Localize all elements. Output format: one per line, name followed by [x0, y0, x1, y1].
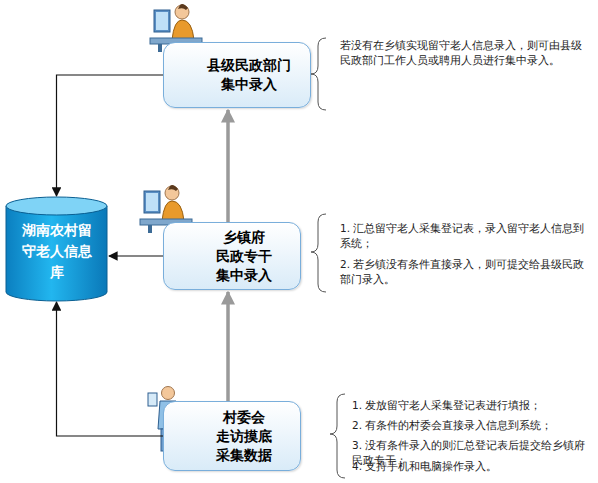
note-bracket	[311, 38, 326, 110]
note-text: 1. 发放留守老人采集登记表进行填报；	[352, 398, 592, 413]
note-bracket	[311, 214, 326, 292]
node-text: 乡镇府 民政专干 集中录入	[196, 228, 292, 285]
process-box: 村委会 走访摸底 采集数据	[163, 401, 301, 471]
node-text: 湖南农村留守老人信息库	[20, 220, 94, 283]
note-text: 若没有在乡镇实现留守老人信息录入，则可由县级民政部门工作人员或聘用人员进行集中录…	[340, 38, 585, 68]
note-text: 4. 支持手机和电脑操作录入。	[352, 459, 592, 474]
note-text: 2. 有条件的村委会直接录入信息到系统；	[352, 418, 592, 433]
flow-arrow	[226, 110, 230, 222]
flow-arrow	[109, 255, 163, 256]
flow-arrow	[226, 292, 230, 401]
node-text: 县级民政部门 集中录入	[201, 56, 297, 94]
note-text: 2. 若乡镇没有条件直接录入，则可提交给县级民政部门录入。	[340, 257, 590, 287]
process-box: 县级民政部门 集中录入	[163, 42, 311, 108]
flow-arrow	[57, 302, 164, 436]
node-text: 村委会 走访摸底 采集数据	[196, 408, 292, 465]
flow-arrow	[57, 75, 164, 196]
process-box: 乡镇府 民政专干 集中录入	[163, 222, 301, 290]
note-bracket	[330, 394, 345, 478]
note-text: 1. 汇总留守老人采集登记表，录入留守老人信息到系统；	[340, 221, 590, 251]
database-cylinder: 湖南农村留守老人信息库	[5, 196, 108, 302]
